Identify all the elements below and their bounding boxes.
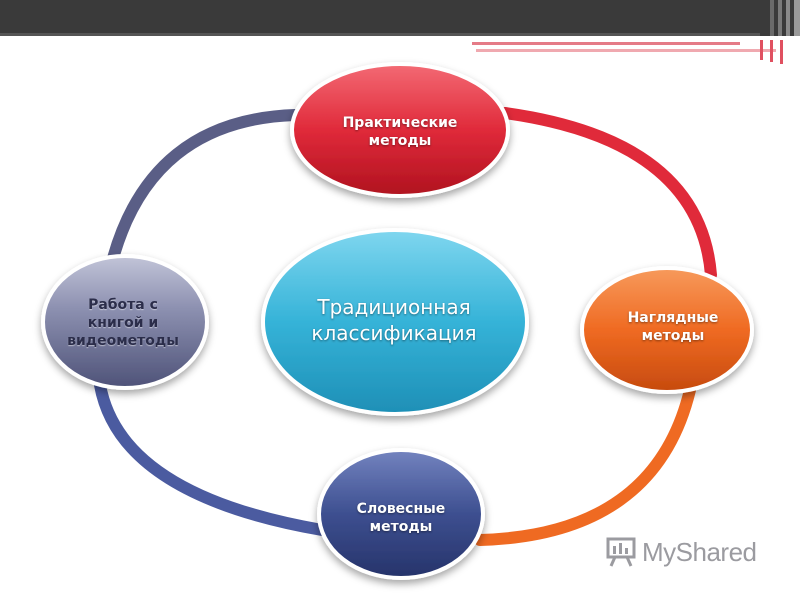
header-stripes bbox=[770, 0, 800, 36]
ring-arc-top-right bbox=[499, 107, 717, 281]
accent-lines bbox=[472, 40, 783, 64]
watermark-text: MyShared bbox=[642, 536, 757, 567]
node-verbal-methods bbox=[317, 448, 485, 580]
ring-arc-left-top bbox=[106, 109, 301, 268]
connection-ring bbox=[94, 107, 717, 546]
node-practical-methods bbox=[290, 62, 510, 198]
center-node bbox=[261, 228, 529, 416]
watermark-logo: MyShared bbox=[606, 535, 757, 569]
ring-arc-bottom-left bbox=[94, 379, 328, 536]
header-bar-highlight bbox=[0, 33, 760, 36]
ring-arc-right-bottom bbox=[474, 384, 696, 546]
node-visual-methods bbox=[580, 266, 754, 394]
header-bar bbox=[0, 0, 800, 36]
node-book-video-methods bbox=[41, 254, 209, 390]
presentation-board-icon bbox=[606, 537, 636, 567]
